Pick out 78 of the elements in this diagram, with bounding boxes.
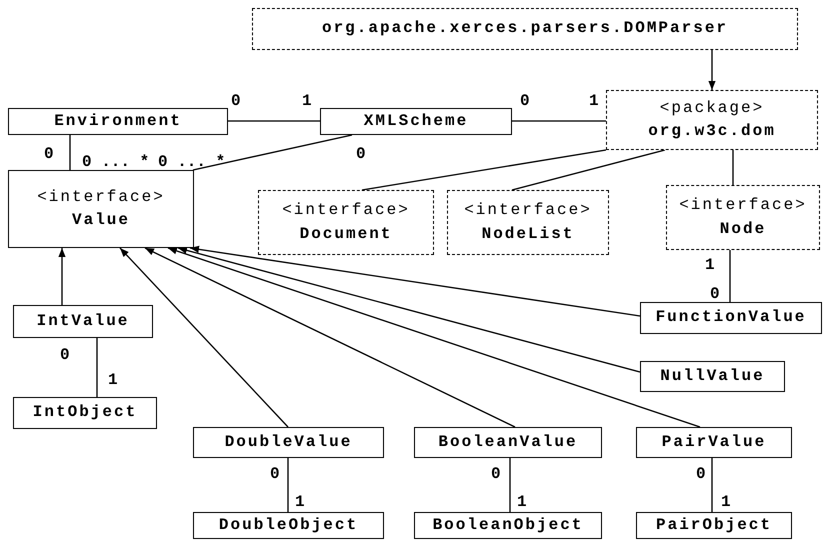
class-box [414,512,602,539]
stereotype-label: <package> [660,98,764,119]
class-box [640,302,822,334]
class-name: NullValue [660,366,765,387]
association-line [362,149,606,191]
multiplicity-label: 0 [231,93,241,109]
arrow [168,247,700,428]
stereotype-label: <interface> [282,200,410,222]
class-box [13,397,157,429]
association-line [711,458,713,512]
class-name: BooleanObject [432,514,584,536]
class-name: Node [720,218,766,240]
arrow [120,248,288,428]
arrow [190,246,640,317]
class-box [193,512,384,539]
class-name: DoubleObject [218,514,358,536]
association-line [512,149,666,191]
class-name: PairValue [662,432,766,453]
multiplicity-label: 1 [302,93,312,109]
multiplicity-label: 0 ... * [158,154,226,170]
association-line [192,134,352,171]
stereotype-label: <interface> [679,195,807,216]
class-name: org.apache.xerces.parsers.DOMParser [322,18,728,40]
association-line [96,338,98,397]
class-box [193,427,384,458]
class-box [414,427,602,458]
association-line [69,135,71,170]
class-box [320,108,512,135]
multiplicity-label: 0 [710,286,720,302]
class-name: FunctionValue [656,307,806,328]
class-box [636,427,792,458]
class-name: PairObject [656,514,772,536]
arrow [144,247,516,428]
class-box [13,305,153,338]
multiplicity-label: 0 [60,347,70,363]
association-line [228,120,320,122]
multiplicity-label: 0 [696,466,706,482]
class-box [636,512,792,539]
class-name: Value [72,210,130,231]
multiplicity-label: 1 [721,494,731,510]
arrow [708,50,716,90]
multiplicity-label: 1 [705,257,715,273]
association-line [287,458,289,512]
multiplicity-label: 0 [520,93,530,109]
association-line [732,150,734,185]
stereotype-label: <interface> [464,200,592,222]
arrow [58,248,66,305]
multiplicity-label: 1 [517,494,527,510]
package-box [252,8,798,50]
package-box [666,185,820,250]
class-box [8,108,228,135]
class-name: org.w3c.dom [648,121,776,142]
package-box [447,190,609,255]
association-line [729,250,731,302]
class-name: Environment [54,110,182,132]
association-line [509,458,511,512]
multiplicity-label: 0 [270,466,280,482]
stereotype-label: <interface> [37,186,165,208]
class-name: Document [300,224,392,244]
multiplicity-label: 0 ... * [82,154,150,170]
class-name: NodeList [482,224,574,244]
class-box [8,170,194,248]
multiplicity-label: 0 [491,466,501,482]
class-name: IntValue [36,310,130,332]
multiplicity-label: 0 [44,146,54,162]
package-box [606,90,818,150]
class-name: IntObject [32,402,138,424]
arrow [178,246,640,373]
package-box [258,190,434,255]
multiplicity-label: 1 [108,372,118,388]
multiplicity-label: 1 [589,93,599,109]
class-name: DoubleValue [224,432,352,453]
class-box [640,361,785,392]
multiplicity-label: 0 [356,146,366,162]
class-name: XMLScheme [364,110,468,132]
class-name: BooleanValue [438,432,578,453]
multiplicity-label: 1 [295,494,305,510]
association-line [512,120,606,122]
